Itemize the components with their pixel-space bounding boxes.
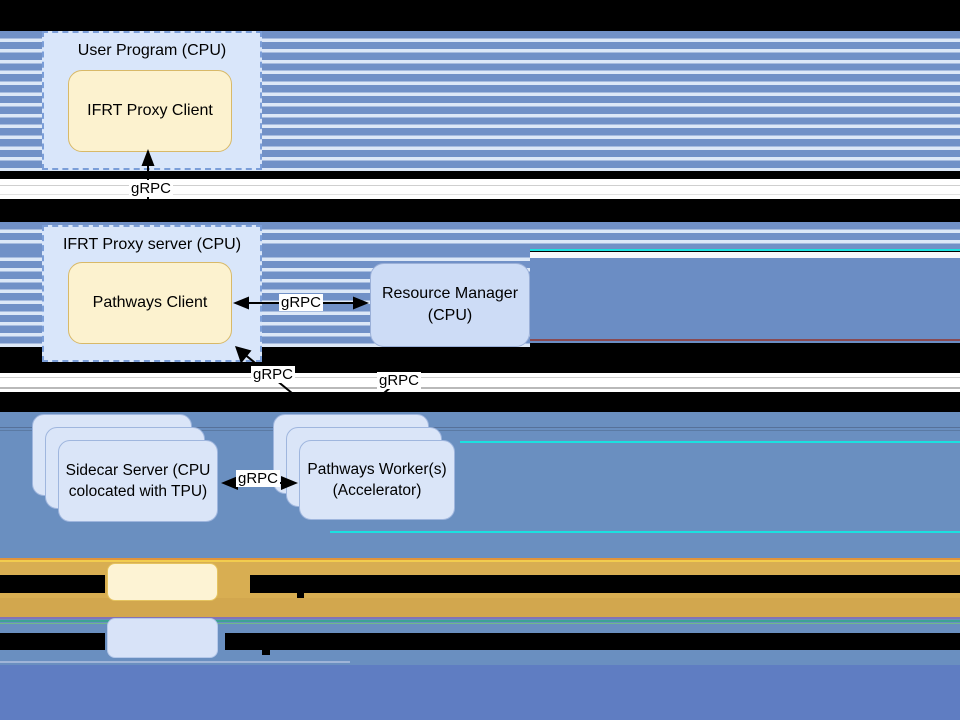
white-band-1 — [0, 179, 960, 199]
pathways-client-node: Pathways Client — [68, 262, 232, 344]
cyan-glitch-line-2 — [460, 441, 960, 443]
user-program-title: User Program (CPU) — [77, 42, 227, 59]
cyan-glitch-line-1 — [530, 249, 960, 251]
redacted-legend-label-2 — [225, 633, 960, 650]
pathways-worker-label-line1: Pathways Worker(s) — [307, 461, 447, 478]
legend-swatch-blue — [107, 618, 218, 658]
white-glitch-line — [530, 252, 960, 258]
resource-manager-label-line1: Resource Manager — [381, 285, 519, 302]
cyan-glitch-line-3 — [330, 531, 960, 533]
resource-manager-label-line2: (CPU) — [427, 307, 473, 324]
resource-manager-node: Resource Manager (CPU) — [370, 263, 530, 347]
teal-glitch-line — [0, 620, 960, 622]
pathways-worker-label-line2: (Accelerator) — [332, 482, 422, 499]
green-glitch-line — [0, 623, 960, 624]
ifrt-proxy-client-node: IFRT Proxy Client — [68, 70, 232, 152]
redacted-bar — [0, 633, 105, 650]
sidecar-server-label-line1: Sidecar Server (CPU — [65, 462, 211, 479]
redacted-legend-label-1 — [250, 575, 960, 593]
white-band-2 — [0, 373, 960, 392]
purple-glitch-line — [0, 617, 960, 619]
sidecar-server-label-line2: colocated with TPU) — [68, 483, 208, 500]
solid-blue-right — [530, 258, 960, 343]
redacted-text-descender-2 — [262, 648, 270, 655]
gray-glitch-line-2 — [0, 430, 960, 431]
legend-swatch-yellow — [107, 563, 218, 601]
grpc-label-sidecar-worker: gRPC — [236, 470, 281, 487]
sidecar-server-node: Sidecar Server (CPU colocated with TPU) — [58, 440, 218, 522]
deep-blue-bottom — [0, 665, 960, 720]
grpc-label-client-down: gRPC — [251, 366, 296, 383]
light-glitch-line — [0, 661, 350, 663]
grpc-label-rm-client: gRPC — [279, 294, 324, 311]
redacted-bar — [0, 575, 105, 593]
gray-glitch-line-1 — [0, 427, 960, 428]
grpc-label-rm-worker: gRPC — [377, 372, 422, 389]
maroon-glitch-line — [530, 339, 960, 341]
redacted-text-descender-1 — [297, 591, 304, 598]
ifrt-proxy-server-title: IFRT Proxy server (CPU) — [62, 236, 242, 253]
grpc-label-client-up: gRPC — [129, 180, 174, 197]
pathways-client-label: Pathways Client — [92, 294, 208, 311]
pathways-worker-node: Pathways Worker(s) (Accelerator) — [299, 440, 455, 520]
ifrt-proxy-client-label: IFRT Proxy Client — [87, 102, 213, 119]
